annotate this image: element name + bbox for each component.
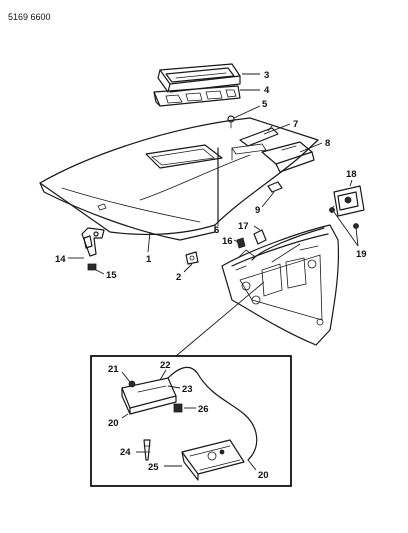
bolt-15 [87,263,97,271]
callout-3: 3 [264,70,269,81]
callout-5: 5 [262,99,268,110]
bumper-2 [185,251,199,265]
release-cable-23 [167,366,258,461]
fastener-5 [227,115,235,129]
callout-20-cable: 20 [258,470,269,481]
callout-8: 8 [325,138,330,149]
callout-25: 25 [148,462,159,473]
latch-assembly-25 [181,439,245,481]
callout-1: 1 [146,254,152,265]
bracket-7 [239,125,279,147]
callout-14: 14 [55,254,66,265]
bolt-16 [236,237,246,249]
callout-20-handle: 20 [108,418,119,429]
callout-24: 24 [120,447,131,458]
diagram-code: 5169 6600 [8,12,51,22]
callout-2: 2 [176,272,181,283]
callout-18: 18 [346,169,357,180]
callout-22: 22 [160,360,171,371]
release-cable-overview [251,227,325,261]
detail-pointer-line [175,281,265,357]
hood-latch-18 [329,185,365,217]
clip-9 [267,181,283,193]
callout-26: 26 [198,404,209,415]
callout-17: 17 [238,221,249,232]
callout-15: 15 [106,270,117,281]
radiator-support [221,224,340,346]
hood-scoop-cover [157,63,241,93]
callout-9: 9 [255,205,260,216]
screw-24 [143,439,151,461]
release-handle-20 [121,377,177,415]
leader-lines [68,73,359,471]
callout-6: 6 [214,225,219,236]
clip-17 [253,229,267,245]
bolt-26 [173,403,183,413]
callout-21: 21 [108,364,119,375]
hood-hinge-14 [81,227,105,257]
hood-panel [39,117,319,241]
callout-19: 19 [356,249,367,260]
latch-bolts-19 [329,207,359,229]
hood-scoop-frame [153,85,241,107]
callout-4: 4 [264,85,270,96]
callout-23: 23 [182,384,193,395]
detail-inset-frame [90,355,292,487]
callout-7: 7 [293,119,298,130]
callout-16: 16 [222,236,233,247]
hinge-plate-8 [261,141,315,173]
